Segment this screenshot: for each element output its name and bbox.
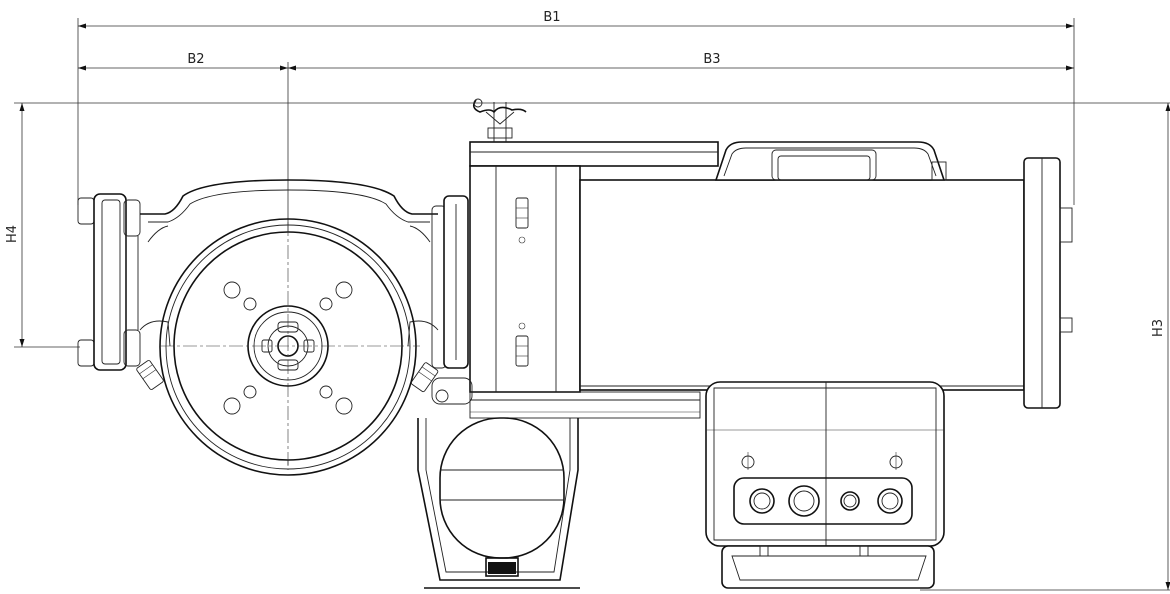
label-b2: B2 [187, 52, 204, 67]
control-unit-top [714, 141, 947, 181]
dimension-h3 [505, 102, 1170, 591]
manual-override-handle [472, 98, 527, 142]
terminal-box [705, 381, 945, 589]
label-h3: H3 [1151, 319, 1166, 337]
label-b1: B1 [543, 10, 560, 25]
actuator-body [431, 98, 1073, 419]
dimension-b1 [77, 18, 1075, 205]
valve-body [77, 179, 469, 476]
dimension-h4 [14, 102, 505, 348]
pressure-vessel [417, 417, 580, 589]
label-h4: H4 [5, 225, 20, 243]
label-b3: B3 [703, 52, 720, 67]
